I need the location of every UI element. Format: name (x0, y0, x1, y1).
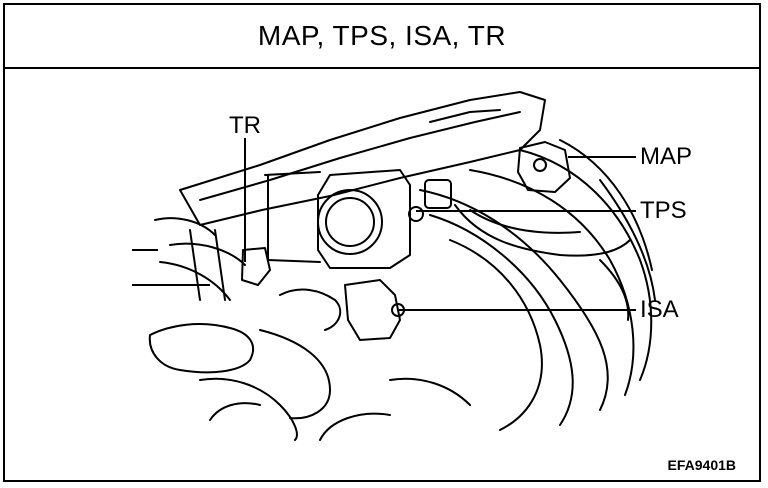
tps-sensor (424, 179, 452, 209)
coolant-hose (148, 323, 255, 374)
tr-sensor (241, 247, 271, 286)
title-bar: MAP, TPS, ISA, TR (3, 3, 761, 69)
isa-valve (344, 279, 401, 341)
map-sensor (517, 141, 571, 193)
label-map: MAP (640, 143, 693, 170)
label-tr: TR (229, 112, 261, 139)
throttle-bore-inner (325, 197, 375, 247)
throttle-bore-outer (317, 189, 383, 255)
valve-cover (179, 91, 546, 226)
label-isa: ISA (640, 296, 679, 323)
intake-runners (419, 189, 609, 411)
page-title: MAP, TPS, ISA, TR (257, 20, 507, 51)
label-tps: TPS (640, 197, 687, 224)
figure-code: EFA9401B (667, 457, 736, 473)
